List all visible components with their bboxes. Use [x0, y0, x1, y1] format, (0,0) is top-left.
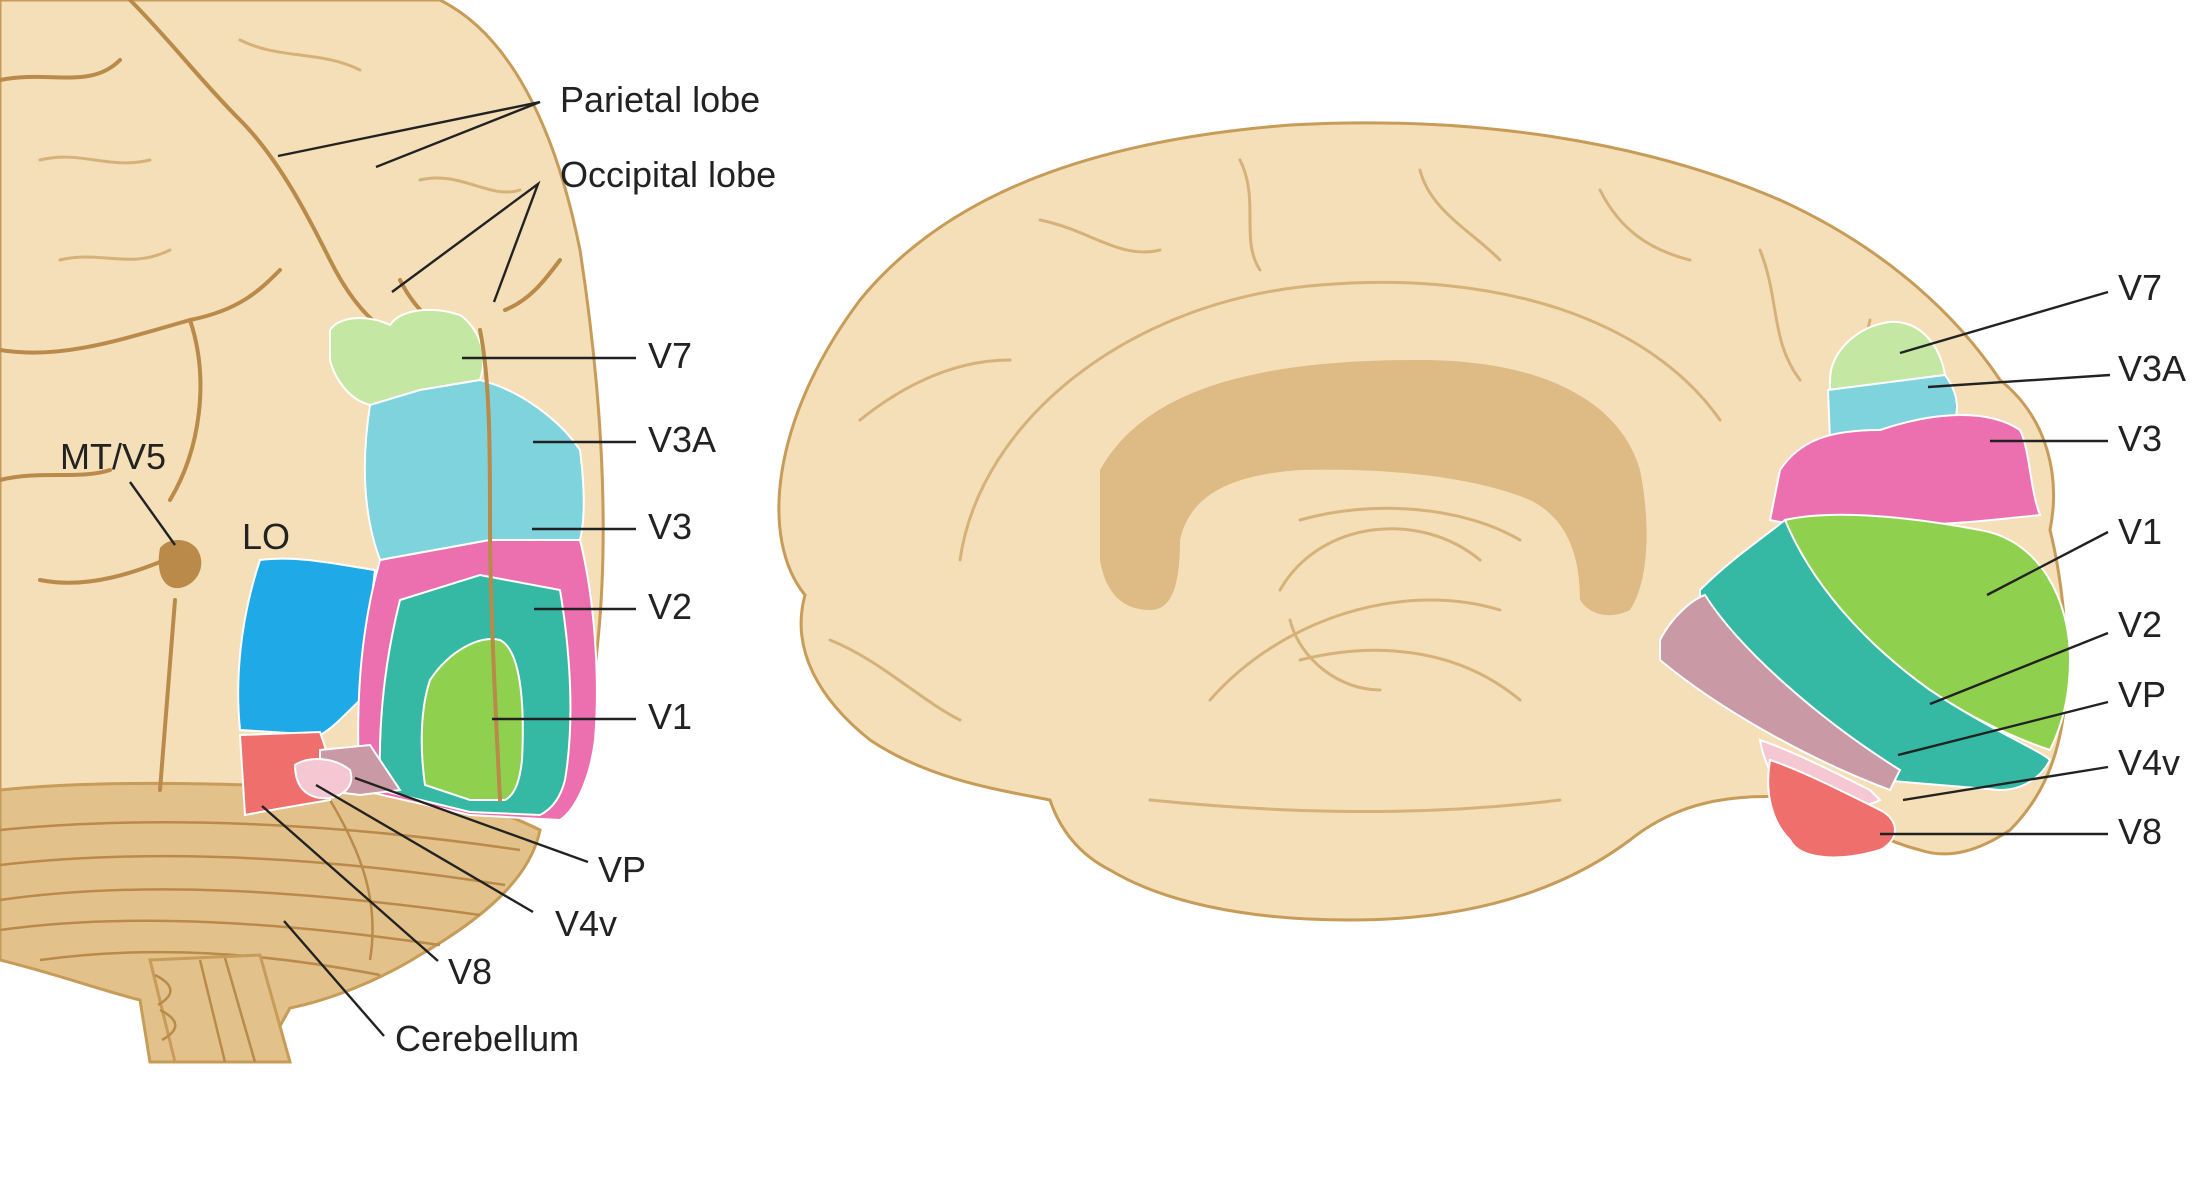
cerebellum-fold	[0, 888, 481, 917]
medial-view: V7 V3A V3 V1 V2 VP V4v V8	[777, 121, 2186, 922]
left-v4v-area	[293, 758, 353, 800]
label-v4v: V4v	[555, 903, 617, 944]
label-v3a: V3A	[648, 419, 716, 460]
central-sulcus	[128, 0, 387, 332]
cerebellum-fold	[0, 821, 521, 852]
sulcus	[1758, 248, 1802, 382]
label-v8: V8	[448, 951, 492, 992]
fornix	[1278, 527, 1482, 592]
sulcus	[828, 638, 962, 722]
brainstem-line	[223, 957, 257, 1063]
left-v3a-area	[363, 378, 585, 562]
label-cerebellum: Cerebellum	[395, 1018, 579, 1059]
sulcus	[1238, 158, 1262, 272]
sulcus	[1598, 188, 1692, 262]
label-occipital-lobe: Occipital lobe	[560, 154, 776, 195]
label-medial-v3a: V3A	[2118, 348, 2186, 389]
label-medial-vp: VP	[2118, 674, 2166, 715]
label-vp: VP	[598, 849, 646, 890]
sulcus	[1148, 798, 1562, 814]
label-medial-v2: V2	[2118, 604, 2162, 645]
sulcus	[0, 268, 282, 355]
leader-line	[391, 180, 541, 303]
leader-line	[1899, 290, 2109, 355]
brainstem-line	[198, 959, 227, 1063]
label-v2: V2	[648, 586, 692, 627]
leader-line	[1927, 373, 2111, 389]
thalamus-outline	[1288, 618, 1382, 692]
calcarine-sulcus	[478, 328, 502, 802]
label-mt-v5: MT/V5	[60, 436, 166, 477]
cerebellum-fold	[0, 854, 506, 887]
leader-line	[1902, 765, 2109, 802]
medial-brain-hemisphere	[777, 121, 2068, 922]
brainstem-ring	[159, 1008, 177, 1042]
leader-line	[315, 783, 534, 914]
lateral-occipital-view: Parietal lobe Occipital lobe V7 V3A V3 V…	[0, 0, 776, 1064]
label-medial-v7: V7	[2118, 267, 2162, 308]
cerebellum-fold	[0, 919, 441, 947]
sulcus	[1208, 598, 1502, 702]
sulcus	[38, 558, 167, 585]
sulcus	[1298, 648, 1522, 702]
right-v7-area	[1829, 320, 1947, 392]
mt-v5-area	[158, 539, 202, 589]
sulcus	[858, 358, 1012, 422]
label-lo: LO	[242, 516, 290, 557]
leader-line	[277, 100, 541, 169]
leader-line	[354, 776, 589, 864]
leader-line	[261, 805, 439, 962]
label-v3: V3	[648, 506, 692, 547]
left-brainstem	[148, 953, 292, 1064]
label-medial-v4v: V4v	[2118, 742, 2180, 783]
right-vp-area	[1659, 593, 1902, 792]
leader-line	[1986, 530, 2109, 597]
left-v7-area	[329, 308, 485, 407]
leader-line	[1897, 700, 2109, 757]
sulcus	[1038, 218, 1162, 254]
corpus-callosum	[1100, 360, 1647, 616]
minor-sulcus	[38, 155, 152, 165]
label-v7: V7	[648, 335, 692, 376]
fornix	[1298, 506, 1522, 542]
sulcus	[503, 258, 562, 312]
cerebellum-fold	[39, 950, 381, 977]
right-v8-area	[1767, 758, 1896, 859]
leader-line	[1929, 631, 2109, 706]
sulcus	[0, 58, 122, 82]
label-medial-v1: V1	[2118, 511, 2162, 552]
sulcus	[1418, 168, 1502, 262]
minor-sulcus	[58, 248, 172, 262]
lo-area	[237, 557, 377, 737]
label-parietal-lobe: Parietal lobe	[560, 79, 760, 120]
minor-sulcus	[418, 176, 522, 194]
leader-line	[283, 920, 385, 1037]
cerebellum-fold	[328, 799, 374, 961]
minor-sulcus	[238, 38, 362, 72]
leader-line	[129, 481, 176, 546]
label-medial-v3: V3	[2118, 418, 2162, 459]
cingulate-sulcus	[958, 280, 1722, 562]
label-medial-v8: V8	[2118, 811, 2162, 852]
sulcus	[0, 468, 112, 482]
sulcus	[158, 598, 177, 792]
sulcus	[168, 318, 203, 502]
label-v1: V1	[648, 696, 692, 737]
brainstem-ring	[154, 973, 172, 1007]
